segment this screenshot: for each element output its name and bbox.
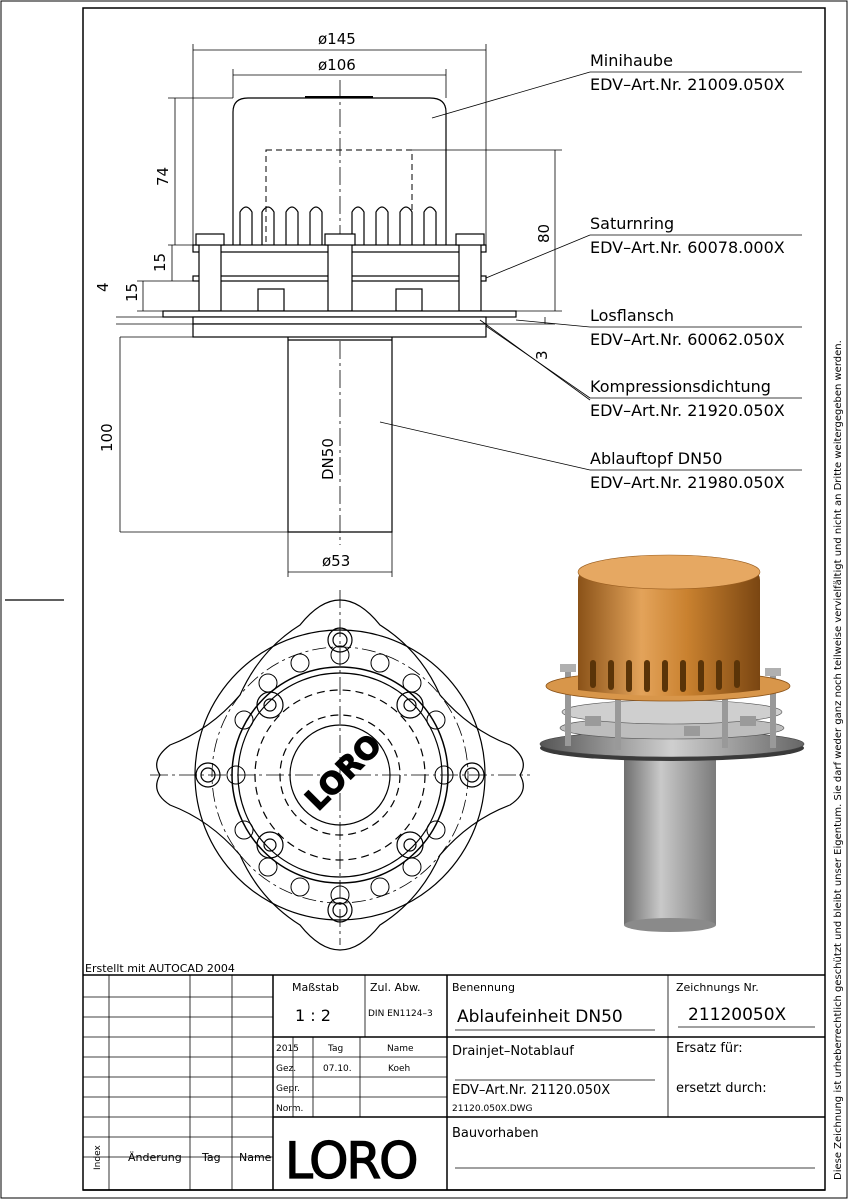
nut-left [257,288,285,312]
gez-label: Gez. [276,1064,296,1074]
front-view [162,80,517,545]
gez-name: Koeh [388,1064,410,1074]
dimension-lines [116,44,562,577]
massstab-value: 1 : 2 [295,1006,331,1025]
rev-index: Index [93,1145,103,1170]
bauvorhaben: Bauvorhaben [452,1126,539,1141]
compression-seal [192,323,487,338]
bolt-left-head [195,233,225,246]
dim-dn50: DN50 [319,438,337,480]
part-name-3: Losflansch [590,306,674,325]
dim-15a: 15 [151,253,169,272]
ersetzt-durch: ersetzt durch: [676,1081,767,1096]
gez-tag: 07.10. [323,1064,352,1074]
dim-15b: 15 [123,283,141,302]
benennung-value: Ablaufeinheit DN50 [457,1007,623,1027]
dim-74: 74 [154,167,172,186]
part-name-2: Saturnring [590,214,674,233]
dim-80: 80 [535,224,553,243]
zeichnung-value: 21120050X [688,1005,787,1025]
product-name: Drainjet–Notablauf [452,1044,574,1059]
massstab-label: Maßstab [292,981,339,994]
part-art-3: EDV–Art.Nr. 60062.050X [590,330,785,349]
tag-label: Tag [327,1044,343,1054]
titleblock-logo: LORO [285,1132,417,1190]
flange-bolts [195,627,485,923]
render-cap-slots [590,660,740,692]
rev-name: Name [239,1151,272,1164]
zul-label: Zul. Abw. [370,981,421,994]
dim-100: 100 [98,423,116,452]
part-name-1: Minihaube [590,51,673,70]
bolt-right [458,240,482,312]
losflansch [192,316,487,325]
cap-outline [232,97,447,245]
part-name-4: Kompressionsdichtung [590,377,771,396]
dwg-file: 21120.050X.DWG [452,1104,533,1114]
dim-4: 4 [94,282,112,292]
name-label: Name [387,1044,414,1054]
flange-outline [156,599,524,951]
part-art-5: EDV–Art.Nr. 21980.050X [590,473,785,492]
benennung-label: Benennung [452,981,515,994]
ersatz-fuer: Ersatz für: [676,1041,743,1056]
render-pipe [624,750,716,925]
bolt-left [198,240,222,312]
rev-aenderung: Änderung [128,1151,182,1164]
created-with: Erstellt mit AUTOCAD 2004 [85,962,235,975]
part-art-2: EDV–Art.Nr. 60078.000X [590,238,785,257]
dim-d53: ø53 [322,552,350,570]
leader-lines [379,71,802,471]
top-view [150,590,530,951]
drain-pipe [287,337,393,533]
zeichnung-label: Zeichnungs Nr. [676,981,759,994]
year: 2015 [276,1044,299,1054]
gepr-label: Gepr. [276,1084,300,1094]
top-view-logo: LORO [299,728,389,818]
part-art-4: EDV–Art.Nr. 21920.050X [590,401,785,420]
dim-d145: ø145 [318,30,356,48]
zul-value: DIN EN1124–3 [368,1009,433,1019]
render-cap [578,555,760,696]
dim-3: 3 [533,350,551,360]
nut-right [395,288,423,312]
norm-label: Norm. [276,1104,303,1114]
cap-slots [239,206,437,245]
bolt-right-head [455,233,485,246]
iso-render [539,554,805,932]
product-art: EDV–Art.Nr. 21120.050X [452,1083,610,1098]
part-art-1: EDV–Art.Nr. 21009.050X [590,75,785,94]
bolt-center [327,240,353,312]
part-name-5: Ablauftopf DN50 [590,449,722,468]
bolt-center-head [324,233,356,246]
dim-d106: ø106 [318,56,356,74]
copyright-note: Diese Zeichnung ist urheberrechtlich ges… [833,340,844,1180]
title-block [83,974,825,1191]
flange-plate [162,310,517,318]
cap-hidden-inner [265,149,413,246]
rev-tag: Tag [201,1151,221,1164]
